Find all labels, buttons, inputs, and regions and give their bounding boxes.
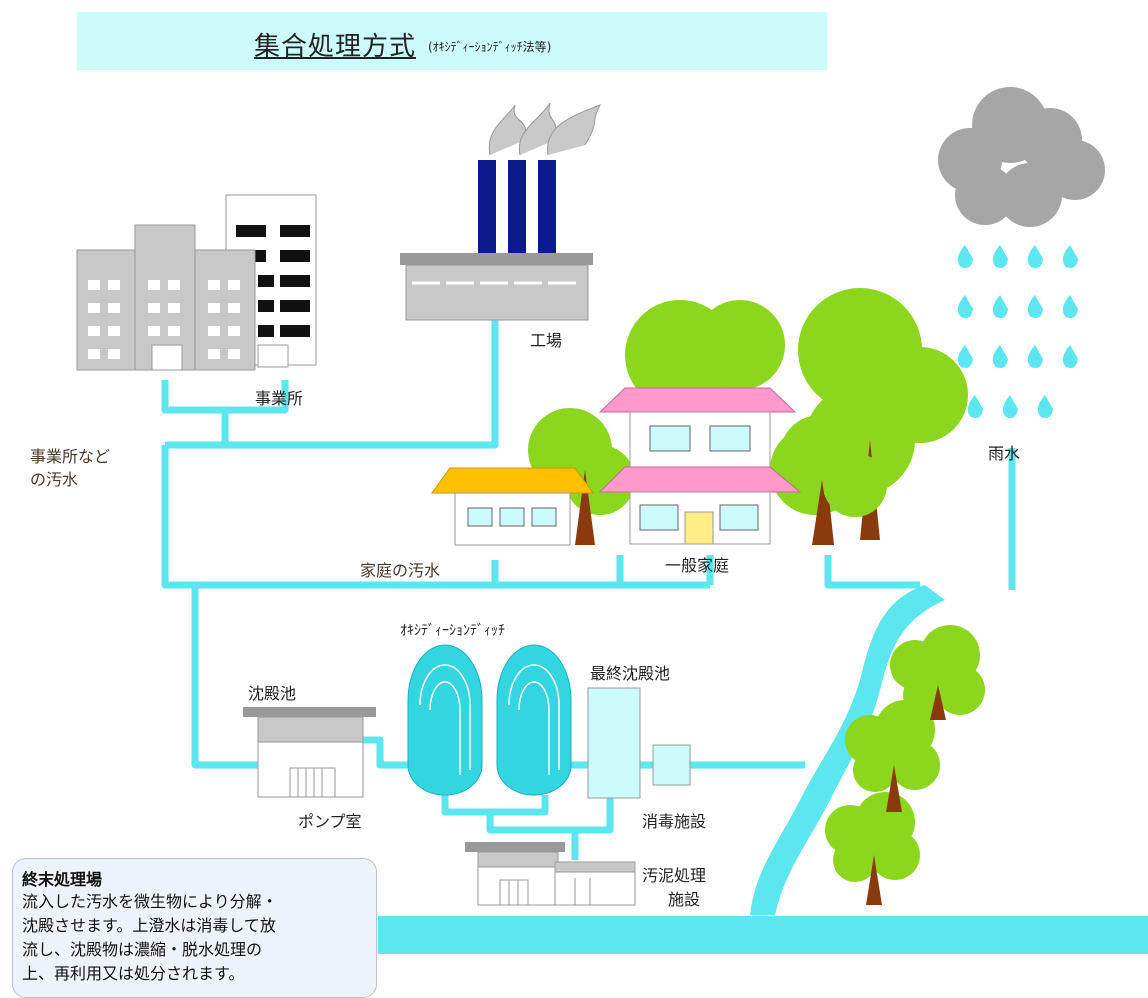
pump-room-label: ポンプ室: [298, 812, 362, 831]
disinfection-facility-icon: [652, 744, 691, 786]
title-banner: [77, 12, 827, 70]
office-building-icon: [76, 194, 317, 371]
page-subtitle: (ｵｷｼﾃﾞｨｰｼｮﾝﾃﾞｨｯﾁ法等): [428, 40, 552, 54]
general-household-label: 一般家庭: [665, 556, 730, 575]
info-panel-title: 終末処理場: [22, 870, 103, 889]
office-sewage-label-line2: の汚水: [30, 470, 79, 489]
house-large-icon: [598, 387, 802, 545]
disinfection-facility-label: 消毒施設: [642, 812, 707, 831]
riverside-trees-icon: [825, 625, 985, 905]
sedimentation-tank-icon: [243, 707, 376, 798]
oxidation-ditch-icon: [407, 644, 572, 796]
factory-label: 工場: [530, 331, 563, 350]
sludge-treatment-label-line1: 汚泥処理: [642, 866, 707, 885]
front-tree-icon: [780, 415, 887, 545]
factory-icon: [400, 102, 602, 321]
river-outflow: [378, 916, 1148, 954]
household-sewage-label: 家庭の汚水: [360, 561, 441, 580]
office-label: 事業所: [255, 389, 304, 408]
final-sedimentation-tank-label: 最終沈殿池: [590, 664, 671, 683]
trees-icon: [528, 288, 968, 545]
info-panel-body: 流入した汚水を微生物により分解・ 沈殿させます。上澄水は消毒して放 流し、沈殿物…: [22, 892, 278, 983]
house-small-icon: [431, 467, 594, 546]
office-sewage-label-line1: 事業所など: [30, 447, 111, 466]
oxidation-ditch-label: ｵｷｼﾃﾞｨｰｼｮﾝﾃﾞｨｯﾁ: [400, 623, 505, 639]
info-panel: [12, 858, 377, 998]
sewage-pipes: [161, 320, 1016, 860]
page-title: 集合処理方式: [254, 32, 417, 62]
sedimentation-tank-label: 沈殿池: [248, 684, 297, 703]
rainwater-label: 雨水: [988, 444, 1021, 463]
rain-cloud-icon: [938, 87, 1105, 418]
sludge-treatment-label-line2: 施設: [668, 890, 701, 909]
final-sedimentation-tank-icon: [587, 687, 641, 799]
sludge-treatment-facility-icon: [465, 842, 636, 906]
